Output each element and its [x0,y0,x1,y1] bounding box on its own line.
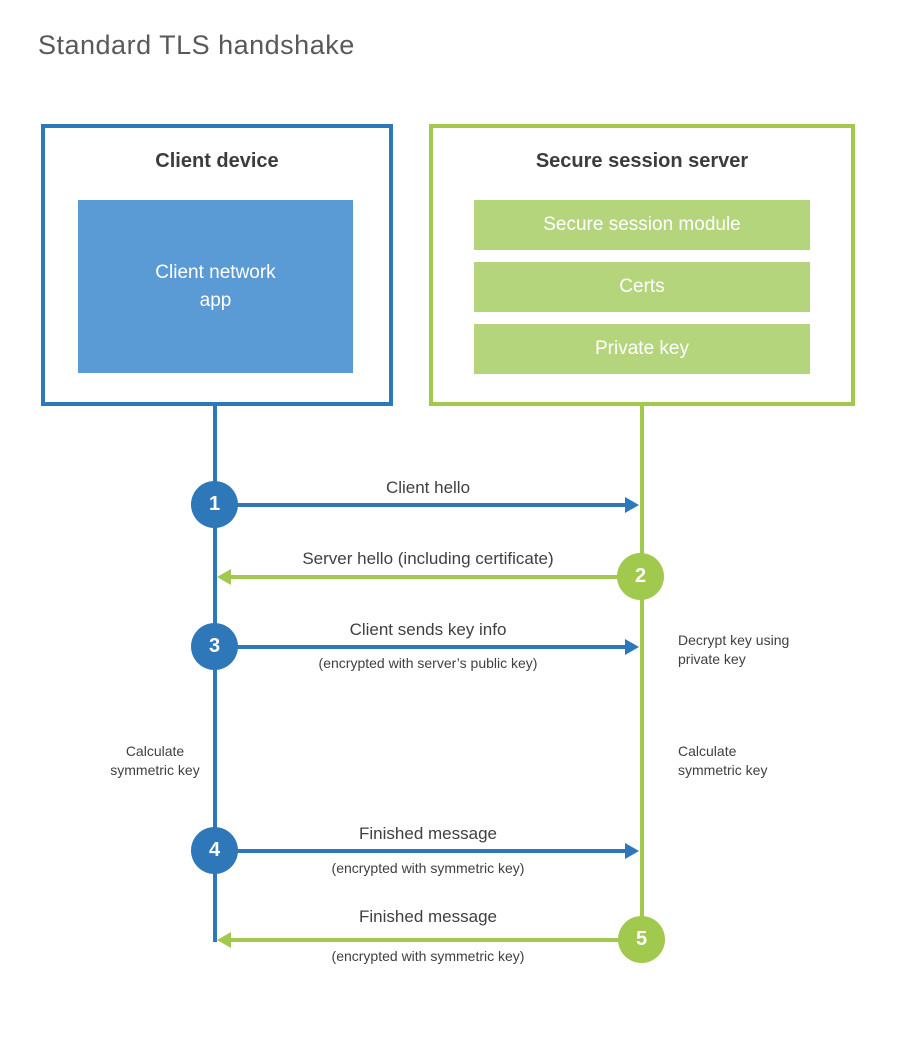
step1-label: Client hello [385,478,471,497]
step3-sublabel: (encrypted with server’s public key) [318,655,538,671]
client-device-title: Client device [155,150,279,172]
step3-label: Client sends key info [349,620,507,639]
server-module-secure-session: Secure session module [474,200,810,250]
arrow-step4-head-icon [625,843,639,859]
step5-sublabel: (encrypted with symmetric key) [331,948,525,964]
step5-label: Finished message [359,907,497,926]
step3-badge: 3 [191,623,238,670]
step4-label: Finished message [359,824,497,843]
arrow-step5-line [231,938,641,942]
step2-label: Server hello (including certificate) [302,549,554,568]
server-module-private-key: Private key [474,324,810,374]
page-title: Standard TLS handshake [38,30,355,60]
step1-badge: 1 [191,481,238,528]
arrow-step1-line [215,503,627,507]
server-module-certs: Certs [474,262,810,312]
step5-badge: 5 [618,916,665,963]
server-lifeline [640,404,644,942]
step4-badge: 4 [191,827,238,874]
step2-badge: 2 [617,553,664,600]
arrow-step4-line [215,849,627,853]
arrow-step1-head-icon [625,497,639,513]
arrow-step2-line [231,575,641,579]
server-box-title: Secure session server [535,150,749,172]
step4-sublabel: (encrypted with symmetric key) [331,860,525,876]
arrow-step3-line [215,645,627,649]
arrow-step3-head-icon [625,639,639,655]
arrow-step5-head-icon [217,932,231,948]
note-calculate-symmetric-key-server: Calculate symmetric key [678,743,768,778]
note-calculate-symmetric-key-client: Calculate symmetric key [110,743,200,778]
client-network-app-box: Client network app [78,200,353,373]
note-decrypt-key: Decrypt key using private key [678,632,790,667]
arrow-step2-head-icon [217,569,231,585]
client-lifeline [213,404,217,942]
